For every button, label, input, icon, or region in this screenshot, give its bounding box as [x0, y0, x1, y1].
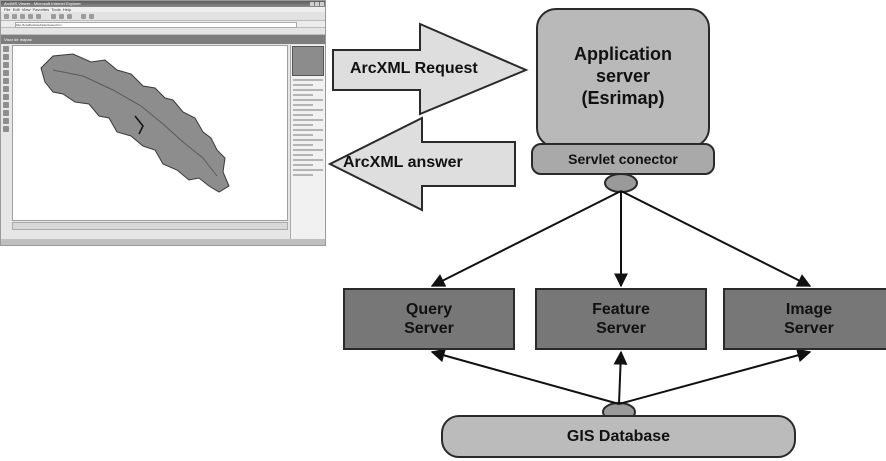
overview-map [292, 46, 324, 76]
mail-icon [81, 14, 86, 19]
window-controls [310, 2, 324, 6]
map-statusbar [12, 222, 288, 230]
full-extent-icon [3, 70, 9, 76]
map-toolbar [3, 46, 10, 216]
gis-database-box: GIS Database [441, 415, 796, 458]
pan-icon [3, 62, 9, 68]
back-icon [4, 14, 9, 19]
find-icon [3, 94, 9, 100]
answer-arrow-shape [327, 116, 516, 212]
request-arrow-shape [332, 22, 529, 116]
browser-screenshot: ArcIMS Viewer - Microsoft Internet Explo… [0, 0, 326, 246]
map-view [12, 45, 288, 221]
select-icon [3, 110, 9, 116]
edge-db-image [618, 348, 812, 405]
window-title: ArcIMS Viewer - Microsoft Internet Explo… [4, 1, 81, 6]
browser-toolbar [1, 12, 325, 21]
home-icon [36, 14, 41, 19]
measure-icon [3, 102, 9, 108]
river-line [52, 69, 218, 177]
menu-view: View [21, 7, 31, 12]
feature-server-line1: Feature [592, 301, 650, 318]
print-map-icon [3, 126, 9, 132]
query-icon [3, 86, 9, 92]
favorites-icon [59, 14, 64, 19]
servlet-label: Servlet conector [568, 151, 678, 167]
taskbar [1, 239, 325, 245]
menu-favorites: Favorites [32, 7, 50, 12]
links-bar [1, 28, 325, 35]
query-server-line2: Server [404, 320, 454, 337]
layer-list [290, 45, 325, 240]
address-bar: http://localhost/website/viewer.htm [1, 21, 325, 28]
menu-tools: Tools [51, 7, 61, 12]
servlet-connector-nub [604, 173, 638, 193]
app-server-line3: (Esrimap) [581, 88, 665, 108]
address-field: http://localhost/website/viewer.htm [15, 22, 297, 28]
menu-file: File [4, 7, 11, 12]
forward-icon [12, 14, 17, 19]
clear-icon [3, 118, 9, 124]
identify-icon [3, 78, 9, 84]
print-icon [89, 14, 94, 19]
app-server-line1: Application [574, 44, 672, 64]
stop-icon [20, 14, 25, 19]
image-server-line2: Server [784, 320, 834, 337]
edge-servlet-query [430, 190, 622, 287]
edge-servlet-image [620, 190, 812, 287]
query-server-line1: Query [405, 301, 453, 318]
edge-db-feature [613, 350, 628, 405]
answer-arrow-label: ArcXML answer [343, 154, 463, 171]
edge-db-query [430, 348, 620, 405]
map-header: Visor de mapas [1, 35, 325, 44]
zoom-out-icon [3, 54, 9, 60]
query-server-box: Query Server [343, 288, 515, 350]
image-server-line1: Image [785, 301, 833, 318]
feature-server-box: Feature Server [535, 288, 707, 350]
servlet-connector-box: Servlet conector [531, 143, 715, 175]
minimize-icon [310, 2, 314, 6]
menu-bar: File Edit View Favorites Tools Help [1, 7, 325, 12]
menu-help: Help [62, 7, 72, 12]
feature-server-line2: Server [596, 320, 646, 337]
basin-map [40, 53, 230, 193]
maximize-icon [315, 2, 319, 6]
app-server-line2: server [595, 66, 651, 86]
menu-edit: Edit [12, 7, 20, 12]
window-titlebar: ArcIMS Viewer - Microsoft Internet Explo… [1, 1, 325, 7]
search-icon [51, 14, 56, 19]
highlight-feature [134, 115, 144, 135]
refresh-icon [28, 14, 33, 19]
history-icon [67, 14, 72, 19]
image-server-box: Image Server [723, 288, 886, 350]
river-basin-shape [40, 53, 230, 193]
request-arrow-label: ArcXML Request [350, 60, 478, 77]
gis-database-label: GIS Database [566, 427, 671, 445]
application-server-box: Application server (Esrimap) [536, 8, 710, 148]
zoom-in-icon [3, 46, 9, 52]
close-icon [320, 2, 324, 6]
